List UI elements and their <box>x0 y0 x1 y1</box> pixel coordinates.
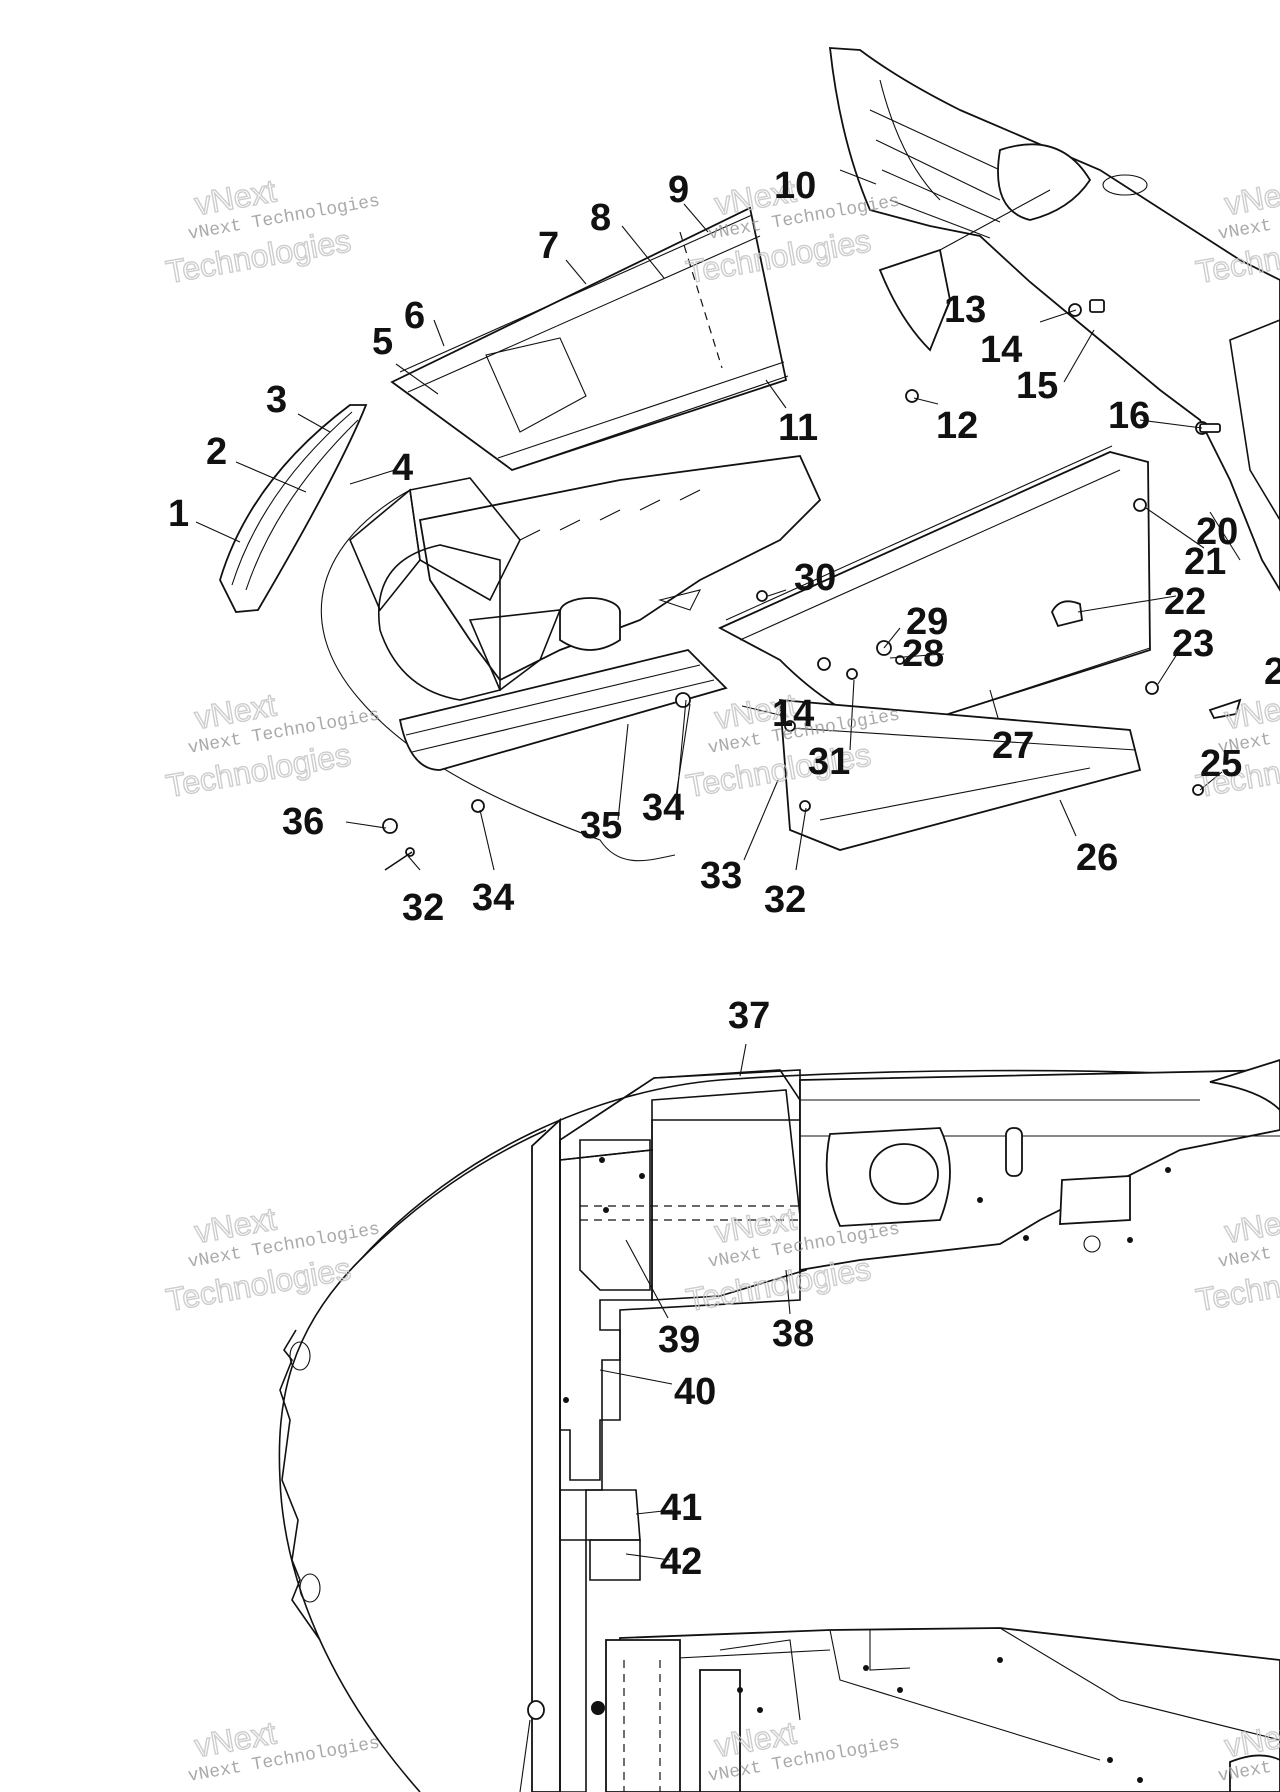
upper-exploded-view <box>195 47 1280 871</box>
callout-34: 34 <box>642 787 684 829</box>
callout-32: 32 <box>764 879 806 921</box>
callout-16: 16 <box>1108 395 1150 437</box>
callout-29: 29 <box>906 601 948 643</box>
callout-12: 12 <box>936 405 978 447</box>
callout-22: 22 <box>1164 581 1206 623</box>
callout-27: 27 <box>992 725 1034 767</box>
callout-30: 30 <box>794 557 836 599</box>
callout-25: 25 <box>1200 743 1242 785</box>
callout-8: 8 <box>590 197 611 239</box>
lower-top-view <box>278 1043 1280 1792</box>
callout-14b: 14 <box>772 693 814 735</box>
callout-38: 38 <box>772 1313 814 1355</box>
callout-41: 41 <box>660 1487 702 1529</box>
callout-28: 28 <box>902 633 944 675</box>
callout-7: 7 <box>538 225 559 267</box>
callout-42: 42 <box>660 1541 702 1583</box>
callout-24-partial: 2 <box>1264 651 1280 693</box>
callout-39: 39 <box>658 1319 700 1361</box>
callout-21: 21 <box>1184 541 1226 583</box>
fasteners <box>382 299 1242 871</box>
callout-2: 2 <box>206 431 227 473</box>
callout-31: 31 <box>808 741 850 783</box>
callouts-lower: 37 38 39 40 41 42 <box>658 995 814 1583</box>
callout-13: 13 <box>944 289 986 331</box>
callout-9: 9 <box>668 169 689 211</box>
leader-lines <box>195 169 1241 871</box>
callout-3: 3 <box>266 379 287 421</box>
callout-40: 40 <box>674 1371 716 1413</box>
callout-35: 35 <box>580 805 622 847</box>
callout-10: 10 <box>774 165 816 207</box>
callout-20: 20 <box>1196 511 1238 553</box>
callout-26: 26 <box>1076 837 1118 879</box>
callout-36: 36 <box>282 801 324 843</box>
callout-6: 6 <box>404 295 425 337</box>
callout-34b: 34 <box>472 877 514 919</box>
callout-15: 15 <box>1016 365 1058 407</box>
callout-4: 4 <box>392 447 413 489</box>
callout-5: 5 <box>372 321 393 363</box>
callout-14: 14 <box>980 329 1022 371</box>
callout-1: 1 <box>168 493 189 535</box>
callouts-upper: 1 2 3 4 5 6 7 8 9 10 11 12 13 14 15 16 2… <box>168 165 1280 929</box>
callout-32b: 32 <box>402 887 444 929</box>
callout-37: 37 <box>728 995 770 1037</box>
callout-11: 11 <box>778 407 818 449</box>
callout-33: 33 <box>700 855 742 897</box>
callout-23: 23 <box>1172 623 1214 665</box>
